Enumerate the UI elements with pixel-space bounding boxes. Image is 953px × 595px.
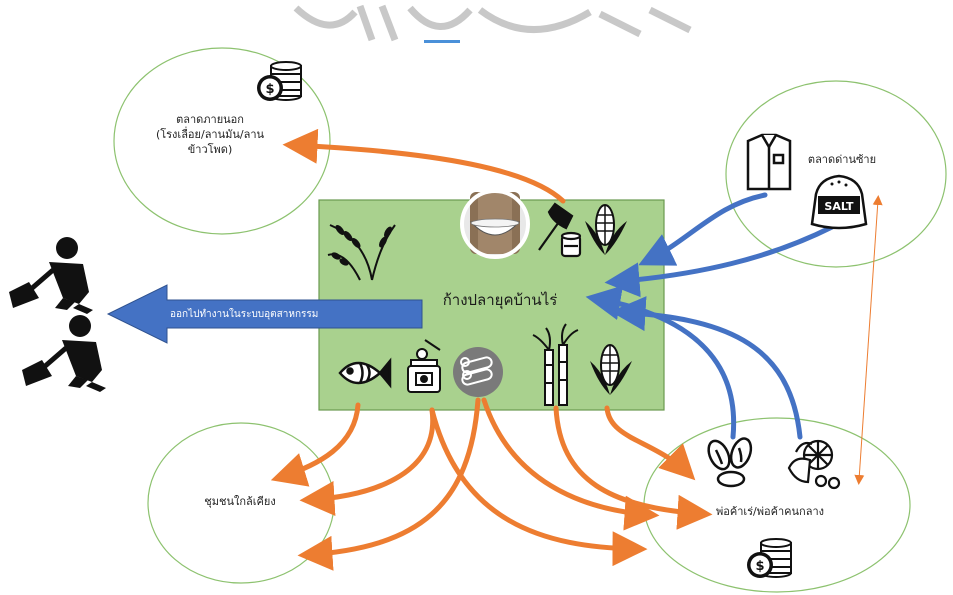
coin-symbol: $ <box>265 82 274 97</box>
arrow-wood-to-traders <box>481 397 660 531</box>
shirt-icon <box>746 133 792 191</box>
seeds-icon <box>707 437 753 488</box>
salt-bag-icon: SALT <box>810 174 868 230</box>
corn-icon <box>585 204 627 255</box>
arrow-fish-to-community <box>270 402 361 487</box>
border-market-circle <box>725 80 947 268</box>
header-decoration <box>293 4 692 42</box>
arrow-wood-to-community <box>297 397 481 571</box>
firewood-icon <box>453 347 503 397</box>
center-label: ก้างปลายุคบ้านไร่ <box>442 291 558 309</box>
honey-jar-icon <box>407 339 441 393</box>
arrow-salt-to-center <box>604 224 835 298</box>
coin-stack-icon: $ <box>257 61 302 101</box>
community-label: ชุมชนใกล้เคียง <box>204 495 276 508</box>
arrow-cane-to-traders <box>553 405 713 530</box>
axe-log-icon <box>538 202 582 258</box>
fish-icon <box>338 357 392 389</box>
arrow-honey-to-community <box>299 407 436 516</box>
coin-stack-icon: $ <box>747 538 792 578</box>
worker-digging-icon <box>9 237 93 314</box>
outer-market-line-3: ข้าวโพด) <box>187 142 233 156</box>
outer-market-line-2: (โรงเลื่อย/ลานมัน/ลาน <box>155 127 265 141</box>
outer-market-circle <box>113 47 331 235</box>
arrow-shirt-to-center <box>638 192 768 266</box>
arrow-to-outer-market <box>282 128 566 204</box>
leave-industry-label: ออกไปทำงานในระบบอุตสาหกรรม <box>170 309 319 320</box>
vegetables-icon <box>787 439 841 490</box>
traders-label: พ่อค้าเร่/พ่อค้าคนกลาง <box>716 505 824 518</box>
outer-market-label: ตลาดภายนอก (โรงเลื่อย/ลานมัน/ลาน ข้าวโพด… <box>140 113 280 158</box>
corn-icon <box>590 344 632 395</box>
arrow-honey-to-traders <box>429 407 648 567</box>
rice-plant-icon <box>327 224 396 281</box>
rubber-tapping-icon <box>460 189 530 259</box>
arrow-corn-to-traders <box>604 405 696 481</box>
thin-double-arrow <box>854 195 883 485</box>
header-blue-mark <box>424 40 460 43</box>
salt-text: SALT <box>824 200 854 213</box>
leave-industry-arrow <box>106 284 423 344</box>
arrow-veg-to-center <box>610 296 803 440</box>
coin-symbol: $ <box>755 559 764 574</box>
sugarcane-icon <box>532 323 579 406</box>
border-market-label: ตลาดด่านซ้าย <box>807 153 877 166</box>
worker-digging-icon <box>22 315 106 392</box>
outer-market-line-1: ตลาดภายนอก <box>176 113 244 126</box>
